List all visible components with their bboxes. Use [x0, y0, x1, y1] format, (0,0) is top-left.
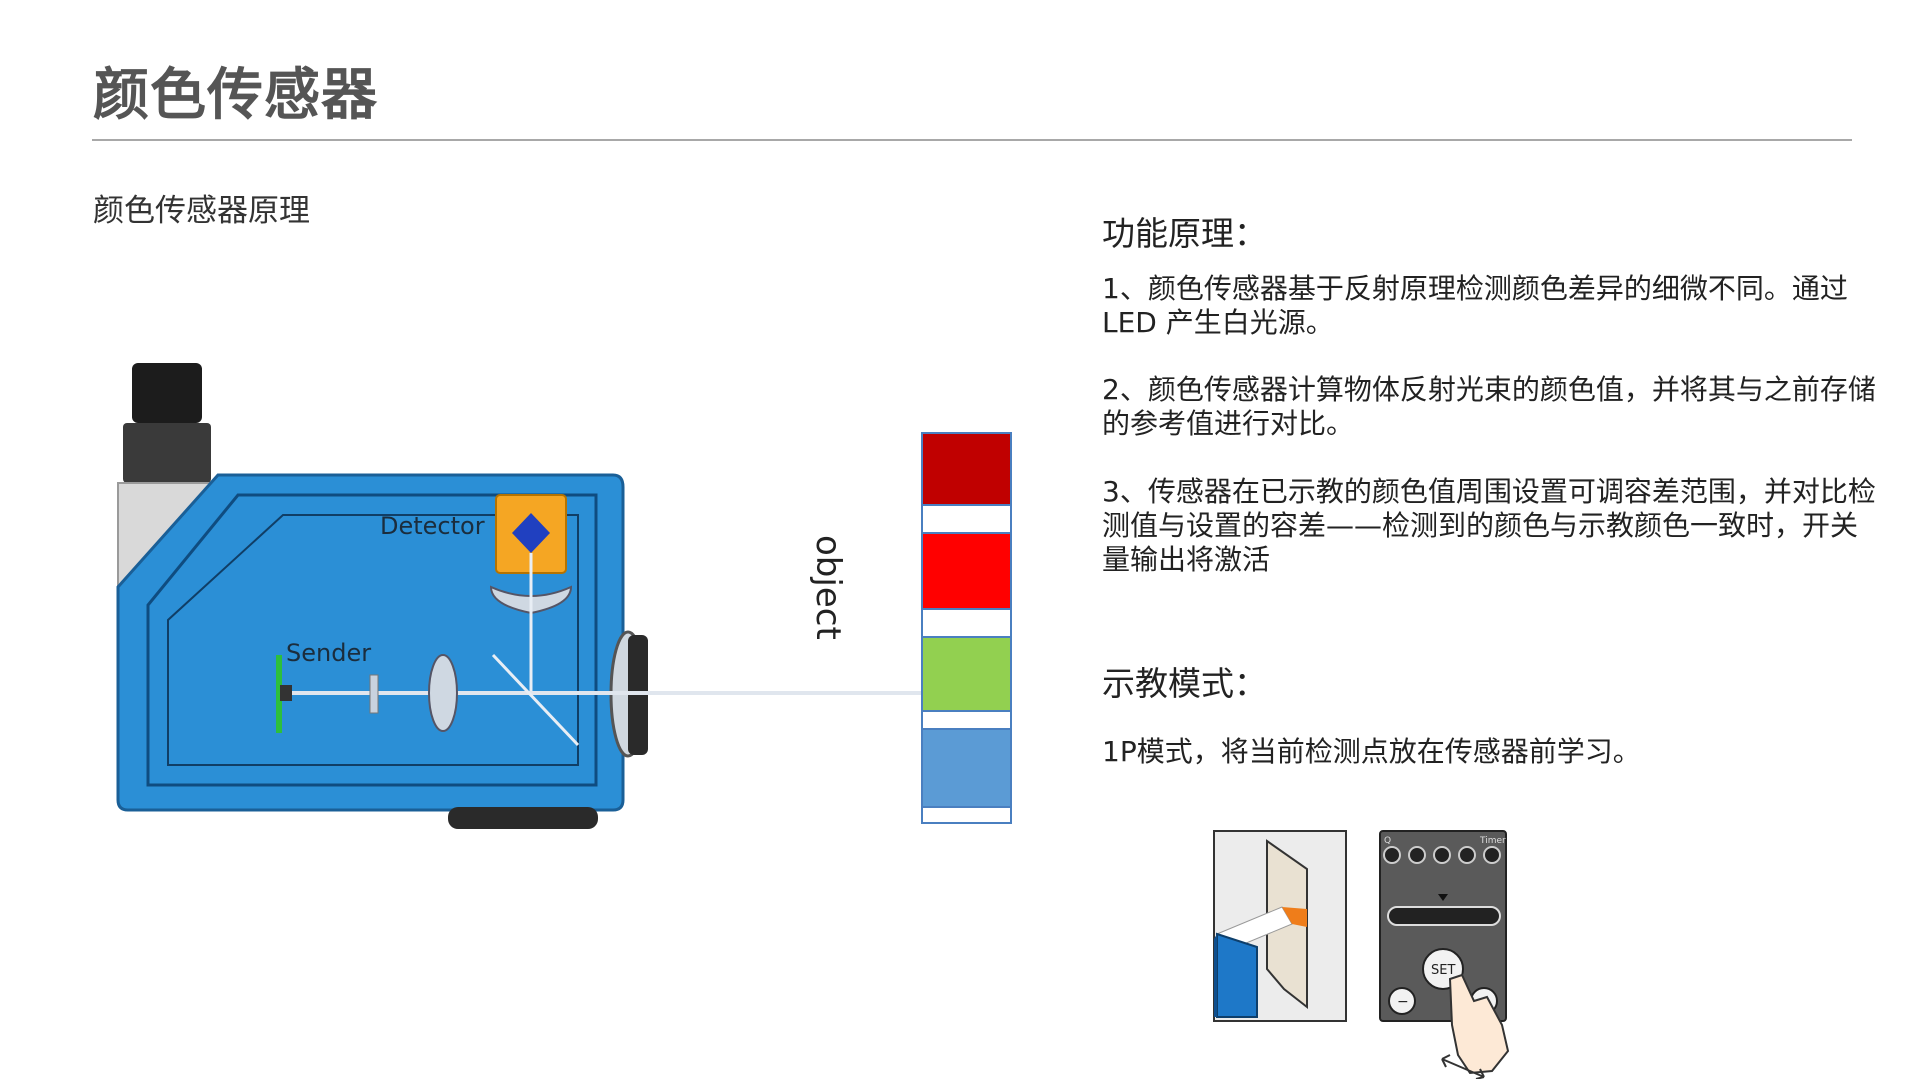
level-bar [1387, 906, 1501, 926]
indicator-led [1433, 846, 1451, 864]
swatch-blue [921, 728, 1012, 808]
set-label: SET [1431, 963, 1455, 978]
q-label: Q [1384, 836, 1391, 846]
paragraph-line: 1、颜色传感器基于反射原理检测颜色差异的细微不同。通过 [1102, 272, 1848, 305]
teach-mode-heading: 示教模式： [1102, 664, 1267, 703]
teach-illustration: Q Timer SET − + [1213, 830, 1510, 1079]
principle-paragraph-1: 1、颜色传感器基于反射原理检测颜色差异的细微不同。通过 LED 产生白光源。 [1102, 272, 1892, 340]
sender-aperture [369, 674, 379, 714]
indicator-led [1383, 846, 1401, 864]
sender-mount [280, 685, 292, 701]
connector-ring [123, 423, 211, 483]
detector-label: Detector [380, 512, 485, 540]
indicator-led [1483, 846, 1501, 864]
timer-label: Timer [1479, 836, 1506, 846]
paragraph-line: 测值与设置的容差——检测到的颜色与示教颜色一致时，开关 [1102, 509, 1859, 542]
sender-lens [428, 654, 458, 732]
swatch-gap [921, 610, 1012, 636]
connector-cap [132, 363, 202, 423]
paragraph-line: 的参考值进行对比。 [1102, 407, 1355, 440]
paragraph-line: LED 产生白光源。 [1102, 306, 1334, 339]
move-arrow-icon [1441, 1054, 1485, 1079]
swatch-green [921, 636, 1012, 712]
detector-diamond [512, 513, 550, 553]
paragraph-line: 2、颜色传感器计算物体反射光束的颜色值，并将其与之前存储 [1102, 373, 1876, 406]
sensor-diagram: Detector Sender [116, 363, 928, 829]
color-swatch-column [921, 432, 1012, 824]
sender-label: Sender [286, 639, 371, 667]
indicator-leds [1383, 846, 1501, 864]
swatch-gap [921, 712, 1012, 728]
swatch-red [921, 532, 1012, 610]
teach-sensor-front [1216, 932, 1258, 1018]
swatch-gap [921, 506, 1012, 532]
pointing-hand-icon [1448, 973, 1510, 1075]
bar-pointer-icon [1438, 894, 1448, 901]
indicator-led [1408, 846, 1426, 864]
teach-sensor-side [1214, 934, 1217, 1017]
sensor-foot [448, 807, 598, 829]
teach-mode-paragraph: 1P模式，将当前检测点放在传感器前学习。 [1102, 735, 1641, 768]
principle-paragraph-2: 2、颜色传感器计算物体反射光束的颜色值，并将其与之前存储 的参考值进行对比。 [1102, 373, 1892, 441]
minus-label: − [1397, 994, 1409, 1010]
page-title: 颜色传感器 [93, 63, 378, 128]
teach-beam-spot [1282, 907, 1307, 927]
swatch-gap [921, 808, 1012, 824]
title-divider [92, 139, 1852, 141]
section-subtitle: 颜色传感器原理 [93, 193, 310, 229]
swatch-dark-red [921, 432, 1012, 506]
paragraph-line: 3、传感器在已示教的颜色值周围设置可调容差范围，并对比检 [1102, 475, 1876, 508]
object-label: object [808, 535, 848, 640]
minus-button[interactable] [1388, 987, 1416, 1015]
beam-splitter [491, 653, 580, 747]
paragraph-line: 量输出将激活 [1102, 543, 1271, 576]
indicator-led [1458, 846, 1476, 864]
principle-paragraph-3: 3、传感器在已示教的颜色值周围设置可调容差范围，并对比检 测值与设置的容差——检… [1102, 475, 1892, 577]
principle-heading: 功能原理： [1102, 214, 1267, 253]
sender-led [276, 655, 282, 733]
